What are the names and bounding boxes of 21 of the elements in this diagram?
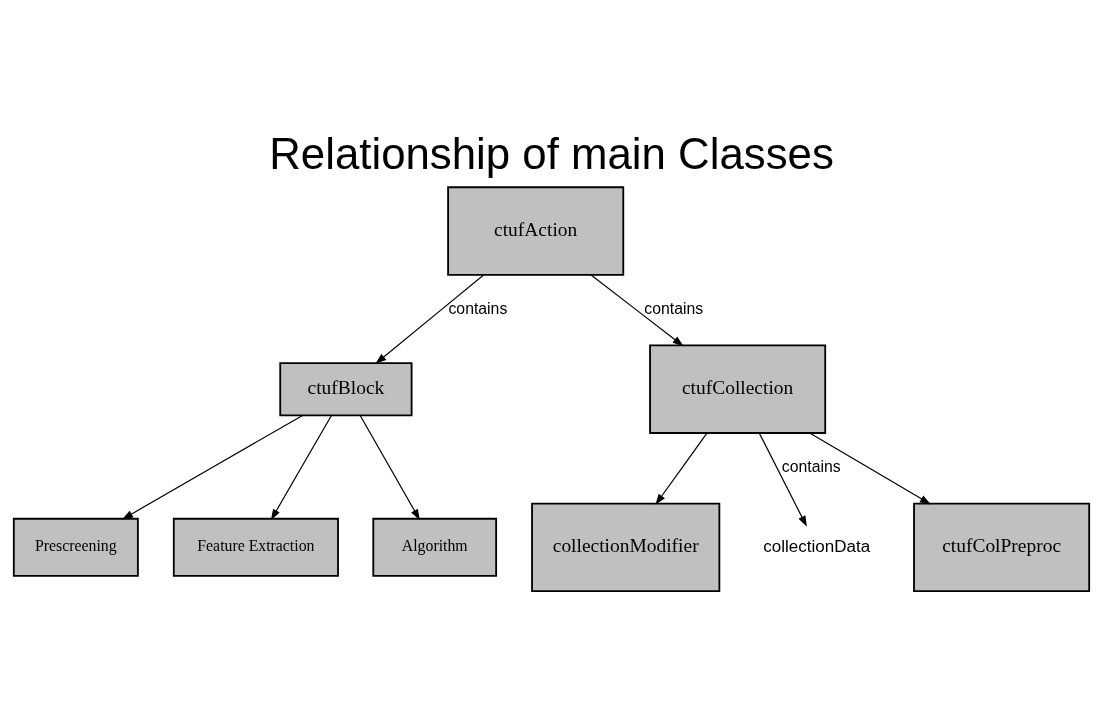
node-box: Prescreening xyxy=(12,517,139,577)
node-box: Feature Extraction xyxy=(172,517,339,577)
node-box: ctufColPreproc xyxy=(913,502,1091,592)
arrow xyxy=(375,274,484,364)
arrow xyxy=(122,414,304,519)
node-box: ctufCollection xyxy=(649,344,827,434)
node-box: collectionModifier xyxy=(531,502,721,592)
node-box: ctufBlock xyxy=(279,361,413,416)
diagram-title: Relationship of main Classes xyxy=(269,128,834,178)
node-box: Algorithm xyxy=(372,517,498,577)
arrow xyxy=(655,432,708,505)
arrow xyxy=(359,414,420,520)
edge-label: contains xyxy=(781,457,841,475)
node-text: collectionData xyxy=(763,536,871,556)
arrow xyxy=(270,414,333,520)
arrow xyxy=(809,432,931,504)
arrow xyxy=(590,274,684,346)
edge-label: contains xyxy=(644,299,704,317)
node-box: ctufAction xyxy=(447,185,625,276)
arrow xyxy=(758,432,807,527)
edge-label: contains xyxy=(448,299,508,317)
